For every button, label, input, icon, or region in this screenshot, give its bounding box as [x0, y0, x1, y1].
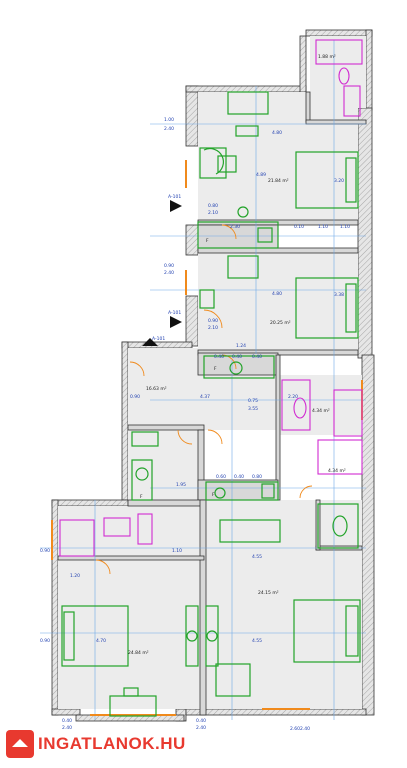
dimension-label: 2.60	[290, 726, 300, 732]
dimension-label: 0.40	[62, 718, 72, 724]
room-floors	[58, 36, 366, 709]
dimension-label: 0.75	[248, 398, 258, 404]
watermark: INGATLANOK.HU	[6, 730, 186, 758]
dimension-label: 4.80	[272, 130, 282, 136]
section-mark-c: A-101	[152, 336, 165, 342]
dimension-label: 4.55	[252, 638, 262, 644]
section-mark-a: A-101	[168, 194, 181, 200]
section-mark-b: A-101	[168, 310, 181, 316]
dimension-label: 0.40	[252, 354, 262, 360]
dimension-label: 0.90	[130, 394, 140, 400]
watermark-text: INGATLANOK.HU	[38, 734, 186, 753]
dimension-label: 2.10	[208, 210, 218, 216]
dimension-label: 2.20	[288, 394, 298, 400]
dimension-label: 0.80	[252, 474, 262, 480]
fixture-label: F	[212, 492, 215, 498]
dimension-label: 1.95	[176, 482, 186, 488]
dimension-label: 0.90	[40, 638, 50, 644]
middle-room-area: 20.25 m²	[270, 320, 291, 326]
dimension-label: 1.10	[318, 224, 328, 230]
dimension-label: 4.80	[272, 291, 282, 297]
dimension-label: 1.24	[236, 343, 246, 349]
lower-left-room-area: 24.84 m²	[128, 650, 149, 656]
house-logo	[6, 730, 34, 758]
dimension-label: 0.40	[234, 474, 244, 480]
dimension-label: 0.90	[40, 548, 50, 554]
dimension-label: 4.89	[256, 172, 266, 178]
dimension-label: 1.10	[340, 224, 350, 230]
room-area-labels: 21.84 m² 20.25 m² 16.63 m² 24.15 m² 24.8…	[128, 54, 346, 656]
dimension-label: 1.10	[172, 548, 182, 554]
dimension-label: 3.55	[248, 406, 258, 412]
dimension-labels: 1.00 2.40 4.80 4.89 3.20 0.80 2.10 2.30 …	[40, 117, 350, 732]
dimension-label: 2.40	[62, 725, 72, 731]
dimension-label: 4.70	[96, 638, 106, 644]
dimension-label: 0.40	[232, 354, 242, 360]
lower-right-furniture	[215, 503, 361, 697]
fixture-label: F	[140, 494, 143, 500]
fixture-label: F	[206, 238, 209, 244]
dimension-label: 3.38	[334, 292, 344, 298]
bath-area-2: 4.34 m²	[328, 468, 346, 474]
top-room-area: 21.84 m²	[268, 178, 289, 184]
dimension-label: 4.55	[252, 554, 262, 560]
middle-room-furniture	[199, 255, 359, 339]
dimension-label: 0.40	[196, 718, 206, 724]
dimension-label: 3.20	[334, 178, 344, 184]
dimension-label: 2.40	[196, 725, 206, 731]
dimension-label: 0.90	[208, 318, 218, 324]
dimension-label: 2.30	[230, 224, 240, 230]
dimension-label: 0.60	[216, 474, 226, 480]
dimension-label: 4.37	[200, 394, 210, 400]
dimension-label: 0.90	[164, 263, 174, 269]
dimension-label: 2.40	[300, 726, 310, 732]
hall-fixtures	[131, 355, 279, 501]
bath-area-3: 1.88 m²	[318, 54, 336, 60]
dimension-label: 2.40	[164, 270, 174, 276]
lower-right-room-area: 24.15 m²	[258, 590, 279, 596]
dimension-label: 1.00	[164, 117, 174, 123]
top-room-furniture	[197, 91, 359, 249]
bathrooms	[59, 39, 363, 557]
fixture-labels: F F F F	[140, 238, 217, 500]
fixture-label: F	[214, 366, 217, 372]
dimension-label: 0.40	[214, 354, 224, 360]
hall-area: 16.63 m²	[146, 386, 167, 392]
dimension-label: 0.10	[294, 224, 304, 230]
section-markers: A-101 A-101 A-101	[142, 194, 182, 346]
dimension-label: 2.10	[208, 325, 218, 331]
dimension-label: 0.80	[208, 203, 218, 209]
dimension-label: 1.20	[70, 573, 80, 579]
small-bath-area: 4.34 m²	[312, 408, 330, 414]
dimension-label: 2.40	[164, 126, 174, 132]
lower-left-furniture	[61, 605, 219, 717]
